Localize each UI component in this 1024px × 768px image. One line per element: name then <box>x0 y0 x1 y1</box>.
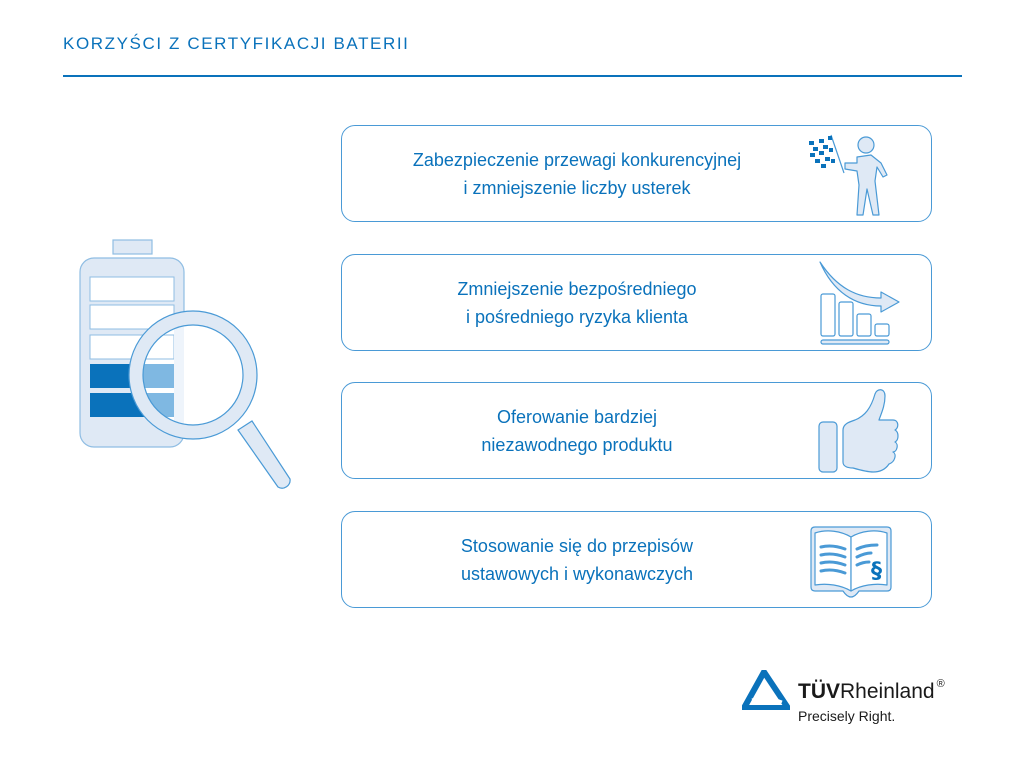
title-divider <box>63 75 962 77</box>
benefit-line-2: i pośredniego ryzyka klienta <box>465 306 689 327</box>
page-title: KORZYŚCI Z CERTYFIKACJI BATERII <box>63 34 410 53</box>
thumbs-up-icon <box>818 388 899 473</box>
logo-brand-bold: TÜV <box>798 680 840 703</box>
logo-registered-mark: ® <box>936 678 945 690</box>
benefit-line-2: ustawowych i wykonawczych <box>460 563 694 584</box>
benefit-line-1: Zabezpieczenie przewagi konkurencyjnej <box>412 149 742 170</box>
logo-tagline: Precisely Right. <box>798 708 896 724</box>
benefit-card-reliable-product: Oferowanie bardziej niezawodnego produkt… <box>341 382 932 479</box>
logo-brand-rest: Rheinland <box>840 680 935 703</box>
svg-text:§: § <box>871 559 882 584</box>
benefit-card-competitive-advantage: Zabezpieczenie przewagi konkurencyjnej i… <box>341 125 932 222</box>
benefit-card-regulatory-compliance: Stosowanie się do przepisów ustawowych i… <box>341 511 932 608</box>
benefit-line-1: Stosowanie się do przepisów <box>460 535 694 556</box>
tuv-rheinland-logo: TÜVRheinland® Precisely Right. <box>742 670 972 730</box>
benefit-line-2: i zmniejszenie liczby usterek <box>463 177 691 198</box>
benefit-line-1: Oferowanie bardziej <box>496 406 658 427</box>
person-with-checkered-flag-icon <box>809 134 888 216</box>
magnifying-glass-icon <box>128 310 291 489</box>
law-book-paragraph-icon: § <box>810 525 892 598</box>
benefit-line-2: niezawodnego produktu <box>481 434 673 455</box>
declining-bar-chart-icon <box>819 260 900 345</box>
benefit-line-1: Zmniejszenie bezpośredniego <box>457 278 697 299</box>
battery-magnifier-illustration <box>79 239 291 489</box>
benefit-card-risk-reduction: Zmniejszenie bezpośredniego i pośrednieg… <box>341 254 932 351</box>
tuv-triangle-logo-icon <box>742 670 790 710</box>
